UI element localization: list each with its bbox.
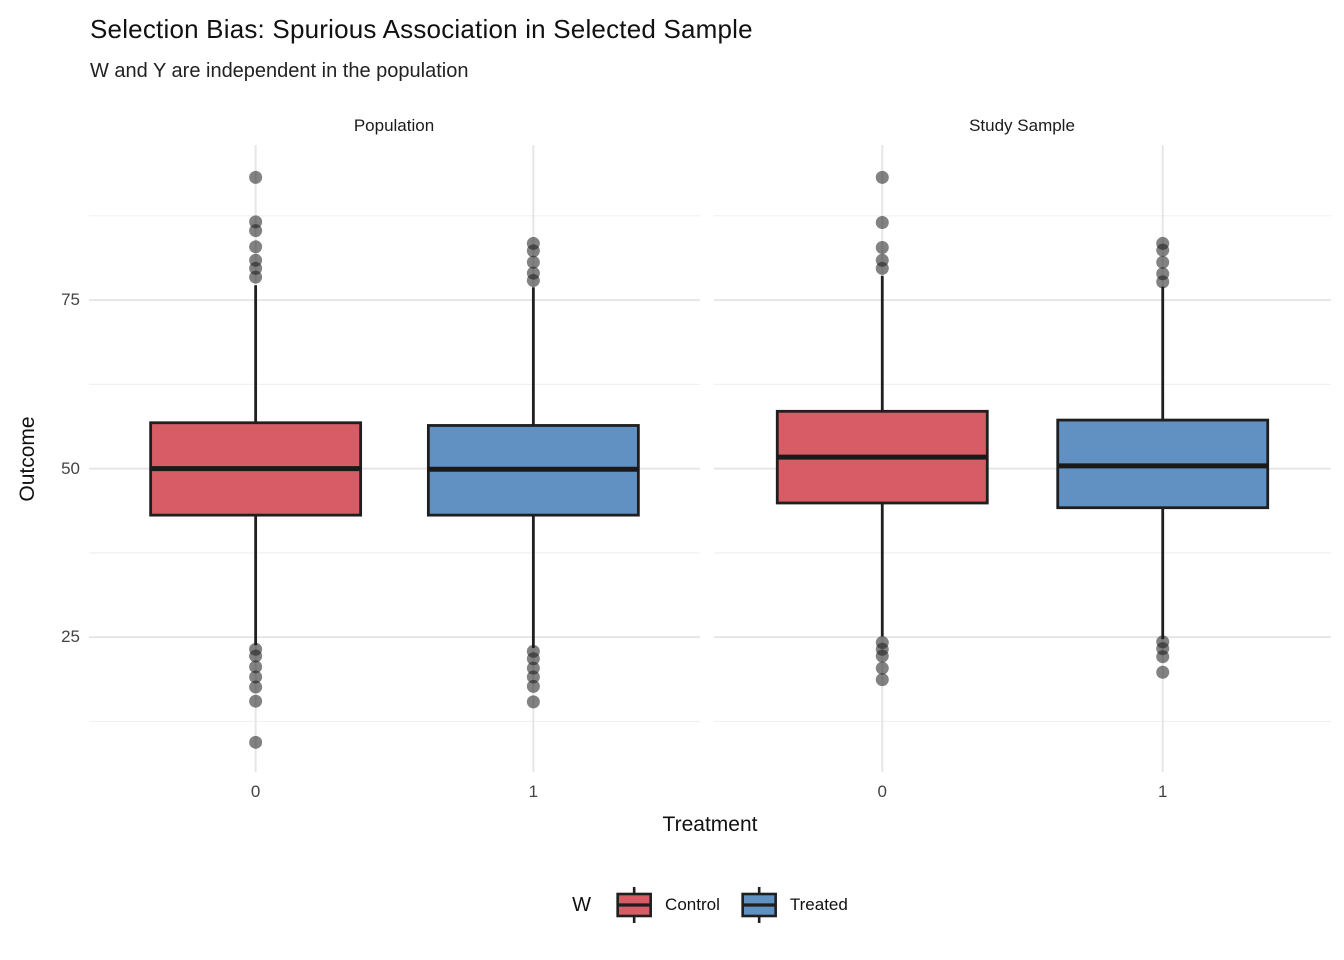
outlier-point [875, 649, 889, 663]
outlier-point [249, 649, 263, 663]
outlier-point [249, 735, 263, 749]
legend: W Control Treated [572, 884, 848, 926]
outlier-point [249, 694, 263, 708]
outlier-point [526, 652, 540, 666]
outlier-point [1156, 650, 1170, 664]
outlier-point [1156, 243, 1170, 257]
legend-label-control: Control [665, 895, 720, 914]
y-tick-label: 50 [61, 458, 80, 478]
outlier-point [875, 216, 889, 230]
x-axis-title: Treatment [662, 813, 758, 836]
boxplot-key-icon [616, 887, 652, 923]
outlier-point [1156, 275, 1170, 289]
outlier-point [526, 255, 540, 269]
outlier-point [249, 670, 263, 684]
legend-item-treated: Treated [740, 884, 848, 926]
outlier-point [875, 661, 889, 675]
outlier-point [526, 244, 540, 258]
outlier-point [249, 224, 263, 238]
outlier-point [875, 170, 889, 184]
y-tick-label: 25 [61, 627, 80, 647]
outlier-point [249, 240, 263, 254]
outlier-point [249, 270, 263, 284]
outlier-point [875, 261, 889, 275]
plot-title: Selection Bias: Spurious Association in … [90, 14, 753, 44]
x-tick-label: 0 [250, 782, 261, 801]
x-tick-label: 0 [877, 782, 887, 801]
y-tick-label: 75 [61, 290, 80, 310]
outlier-point [526, 670, 540, 684]
legend-item-control: Control [615, 884, 720, 926]
outlier-point [1156, 255, 1170, 269]
facet-label-population: Population [353, 116, 435, 135]
outlier-point [875, 240, 889, 254]
outlier-point [526, 695, 540, 709]
outlier-point [249, 660, 263, 674]
outlier-point [875, 673, 889, 687]
y-axis-title: Outcome [16, 416, 39, 502]
plot-subtitle: W and Y are independent in the populatio… [90, 60, 469, 82]
outlier-point [249, 680, 263, 694]
outlier-point [526, 274, 540, 288]
x-tick-label: 1 [528, 782, 539, 801]
legend-title: W [572, 893, 592, 916]
legend-label-treated: Treated [789, 895, 848, 914]
outlier-point [1156, 665, 1170, 679]
outlier-point [249, 170, 263, 184]
boxplot-key-icon [741, 887, 777, 923]
facet-label-study-sample: Study Sample [969, 116, 1075, 135]
outlier-point [526, 679, 540, 693]
x-tick-label: 1 [1157, 782, 1168, 801]
